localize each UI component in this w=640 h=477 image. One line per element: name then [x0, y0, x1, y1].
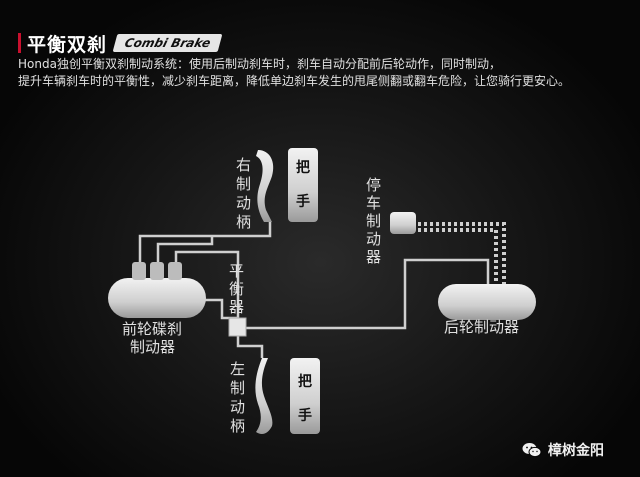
parking-brake-char: 停 [366, 176, 381, 194]
left-lever-char: 柄 [230, 417, 245, 435]
description-line-1: Honda独创平衡双刹制动系统：使用后制动刹车时，刹车自动分配前后轮动作，同时制… [18, 57, 501, 71]
parking-line-1 [418, 222, 506, 284]
right-lever-char: 柄 [236, 213, 251, 231]
front-brake-label: 前轮碟刹 制动器 [122, 320, 182, 356]
equalizer-rear-line [246, 258, 490, 330]
equalizer-label: 平 衡 器 [229, 262, 244, 316]
left-lever-char: 左 [230, 360, 245, 378]
right-grip-char: 把 [296, 159, 310, 176]
parking-line-2 [418, 228, 498, 284]
wechat-icon [522, 443, 542, 458]
brake-lines [138, 222, 490, 358]
page-title: 平衡双刹 [27, 33, 108, 56]
equalizer-char: 衡 [229, 280, 244, 298]
front-brake-label-line: 制动器 [130, 338, 175, 356]
parking-brake-label: 停 车 制 动 器 [366, 176, 381, 266]
equalizer-left-lever-line [236, 336, 264, 358]
front-brake-label-line: 前轮碟刹 [122, 320, 182, 338]
right-brake-lever [256, 150, 274, 222]
parking-brake-char: 器 [366, 248, 381, 266]
rear-brake-label: 后轮制动器 [444, 318, 519, 336]
front-line-right-lever-2 [156, 236, 214, 270]
parking-brake-char: 制 [366, 212, 381, 230]
equalizer-block [228, 317, 247, 337]
right-lever-char: 制 [236, 175, 251, 193]
title-bar: 平衡双刹 Combi Brake [18, 32, 223, 56]
left-lever-char: 动 [230, 398, 245, 416]
right-lever-label: 右 制 动 柄 [236, 156, 251, 231]
right-grip-label: 把 手 [296, 159, 310, 210]
title-accent-bar [18, 33, 21, 53]
right-grip [288, 148, 318, 222]
parking-brake-lines [418, 222, 506, 284]
front-line-equalizer [174, 250, 240, 318]
right-grip-char: 手 [296, 193, 310, 210]
front-brake-caliper [108, 262, 206, 318]
description-line-2: 提升车辆刹车时的平衡性，减少刹车距离，降低单边刹车发生的甩尾侧翻或翻车危险，让您… [18, 74, 571, 88]
left-grip [290, 358, 320, 434]
left-grip-char: 手 [298, 407, 312, 424]
right-lever-char: 动 [236, 194, 251, 212]
parking-brake-char: 车 [366, 194, 381, 212]
rear-brake-drum [438, 284, 536, 320]
front-line-right-lever [138, 234, 212, 270]
parking-brake-char: 动 [366, 230, 381, 248]
left-grip-label: 把 手 [298, 373, 312, 424]
equalizer-char: 平 [229, 262, 244, 280]
left-grip-char: 把 [298, 373, 312, 390]
watermark: 樟树金阳 [522, 440, 604, 460]
left-lever-label: 左 制 动 柄 [230, 360, 245, 435]
left-lever-char: 制 [230, 379, 245, 397]
parking-brake-block [390, 212, 416, 234]
equalizer-char: 器 [229, 298, 244, 316]
left-brake-lever [255, 358, 273, 434]
right-lever-char: 右 [236, 156, 251, 174]
watermark-text: 樟树金阳 [548, 443, 604, 459]
right-lever-line [212, 222, 272, 238]
